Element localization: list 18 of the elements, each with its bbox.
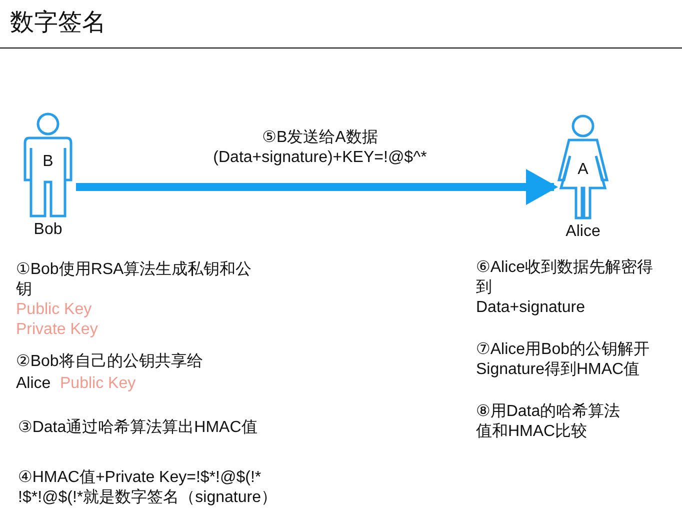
step-note: ⑥Alice收到数据先解密得到	[476, 258, 654, 298]
step-note: ⑦Alice用Bob的公钥解开Signature得到HMAC值	[476, 340, 650, 380]
key-label: Public Key	[60, 374, 136, 394]
step-note: ①Bob使用RSA算法生成私钥和公钥	[16, 260, 253, 300]
arrow	[76, 169, 558, 205]
person-name: Bob	[32, 220, 64, 240]
step-note: ②Bob将自己的公钥共享给	[16, 352, 203, 372]
title: 数字签名	[10, 8, 106, 38]
person-initial: B	[42, 152, 54, 172]
key-label: Private Key	[16, 320, 98, 340]
person-initial: A	[576, 160, 590, 180]
step-note: Data+signature	[476, 298, 585, 318]
step-note: ④HMAC值+Private Key=!$*!@$(!* !$*!@$(!*就是数字签名（signature）	[18, 468, 278, 508]
step-note: ⑧用Data的哈希算法值和HMAC比较	[476, 402, 622, 442]
step-note: Alice	[16, 374, 51, 394]
step-note: ③Data通过哈希算法算出HMAC值	[18, 418, 258, 438]
person-name: Alice	[564, 222, 602, 242]
key-label: Public Key	[16, 300, 92, 320]
